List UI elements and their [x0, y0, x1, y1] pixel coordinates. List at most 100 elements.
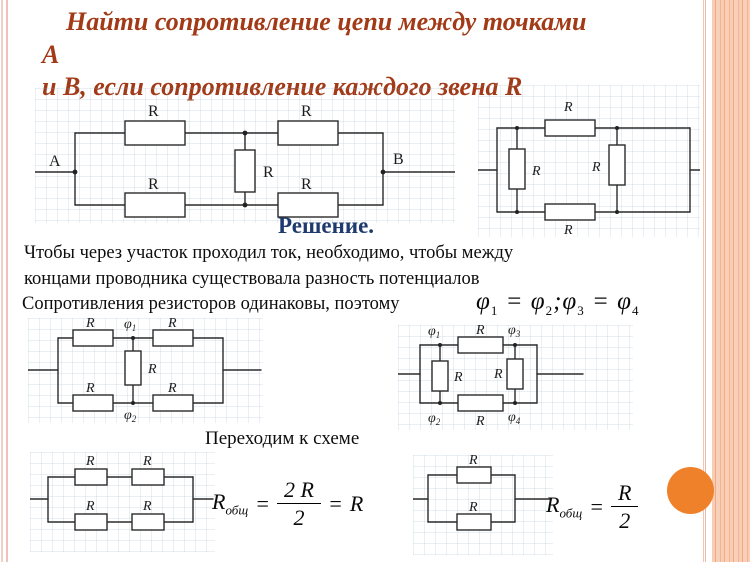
resistor-box	[277, 192, 339, 218]
phi-subscript: 3	[577, 303, 585, 318]
equals-sign: =	[255, 490, 270, 516]
resistor-box	[544, 119, 596, 137]
wires	[28, 337, 262, 404]
resistor-label: R	[475, 325, 485, 338]
fraction: 2 R 2	[277, 477, 321, 531]
r-total: Rобщ	[546, 492, 583, 521]
junction-dot	[242, 202, 248, 208]
equals-sign: =	[327, 490, 343, 516]
total-resistance-formula-left: Rобщ = 2 R 2 = R	[212, 477, 363, 531]
solution-line-1: Чтобы через участок проходил ток, необхо…	[24, 243, 514, 263]
right-border-band	[712, 0, 750, 562]
resistor-label: R	[468, 455, 478, 468]
potential-equality-formula: φ1 = φ2;φ3 = φ4	[476, 288, 639, 319]
resistor-label: R	[591, 160, 601, 175]
resistor-label: R	[85, 454, 95, 469]
resistor-label: R	[167, 318, 177, 331]
resistor-box	[124, 120, 186, 146]
phi-symbol: φ	[530, 288, 546, 315]
resistor-box	[457, 394, 504, 412]
phi-symbol: φ	[562, 288, 578, 315]
junction-dot	[515, 210, 519, 214]
resistor-label: R	[493, 367, 503, 382]
resistor-label: R	[263, 164, 274, 181]
resistor-label: R	[563, 100, 573, 115]
junction-dot	[380, 169, 386, 175]
resistor-box	[456, 466, 492, 484]
title-line-1: Найти сопротивление цепи между точками А	[42, 7, 587, 69]
problem-title: Найти сопротивление цепи между точками А…	[42, 6, 602, 104]
resistor-box	[131, 468, 165, 486]
resistor-box	[74, 513, 108, 531]
junction-dot	[131, 336, 135, 340]
node-label-b: B	[393, 151, 404, 168]
equals-sign: =	[589, 493, 604, 519]
decorative-orange-circle	[667, 467, 714, 514]
resistor-label: R	[301, 103, 312, 120]
resistor-box	[74, 468, 108, 486]
resistor-box	[456, 513, 492, 531]
circuit-ring-hand: R R R R	[478, 85, 700, 237]
fraction: R 2	[611, 480, 639, 534]
phi-symbol: φ	[617, 288, 632, 315]
phi-1-label: φ1	[428, 325, 440, 340]
resistor-label: R	[148, 176, 159, 193]
wires	[35, 132, 455, 206]
resistor-box	[508, 148, 526, 190]
resistor-box	[152, 329, 194, 347]
result-value: R	[349, 490, 364, 516]
phi-1-label: φ1	[124, 318, 136, 333]
phi-symbol: φ	[476, 288, 491, 315]
resistor-box	[72, 329, 114, 347]
resistor-box	[506, 358, 524, 390]
phi-subscript: 2	[545, 303, 554, 318]
solution-paragraph: Чтобы через участок проходил ток, необхо…	[24, 240, 594, 293]
phi-subscript: 4	[631, 303, 640, 318]
circuit-bridge-original: A B R R R R R	[35, 88, 455, 223]
resistor-label: R	[453, 370, 463, 385]
resistor-label: R	[563, 223, 573, 237]
left-border-stripes	[0, 0, 10, 562]
transition-text: Переходим к схеме	[205, 428, 360, 449]
phi-3-label: φ3	[508, 325, 521, 339]
phi-2-label: φ2	[428, 411, 441, 427]
resistor-box-middle	[234, 149, 256, 193]
resistor-label: R	[85, 318, 95, 331]
node-label-a: A	[49, 153, 61, 170]
solution-line-3: Сопротивления резисторов одинаковы, поэт…	[22, 294, 400, 314]
right-border-line	[703, 0, 706, 562]
resistor-box	[131, 513, 165, 531]
phi-2-label: φ2	[124, 408, 137, 423]
total-resistance-formula-right: Rобщ = R 2	[546, 480, 639, 534]
solution-heading: Решение.	[278, 213, 375, 238]
wires	[398, 344, 584, 404]
resistor-label: R	[167, 381, 177, 396]
resistor-label: R	[531, 164, 541, 179]
junction-dot	[615, 210, 619, 214]
resistor-label: R	[148, 103, 159, 120]
circuit-parallel-two: R R	[413, 455, 553, 555]
equals-sign: =	[591, 288, 610, 315]
phi-subscript: 1	[490, 303, 499, 318]
separator: ;	[553, 288, 563, 315]
wires	[478, 127, 700, 213]
phi-4-label: φ4	[508, 410, 521, 426]
wires	[413, 474, 552, 523]
resistor-label: R	[301, 176, 312, 193]
resistor-box-middle	[124, 350, 142, 386]
resistor-box	[277, 120, 339, 146]
resistor-label: R	[142, 499, 152, 514]
resistor-label: R	[85, 499, 95, 514]
junction-dot	[72, 169, 78, 175]
circuit-ring-potentials: R R R R φ1 φ3 φ2 φ4	[398, 325, 633, 430]
junction-dot	[515, 126, 519, 130]
wires	[30, 476, 214, 523]
equals-sign: =	[505, 288, 524, 315]
junction-dot	[615, 126, 619, 130]
resistor-box	[152, 394, 194, 412]
resistor-label: R	[147, 362, 157, 377]
resistor-box	[457, 336, 504, 354]
resistor-label: R	[468, 500, 478, 515]
resistor-label: R	[142, 454, 152, 469]
